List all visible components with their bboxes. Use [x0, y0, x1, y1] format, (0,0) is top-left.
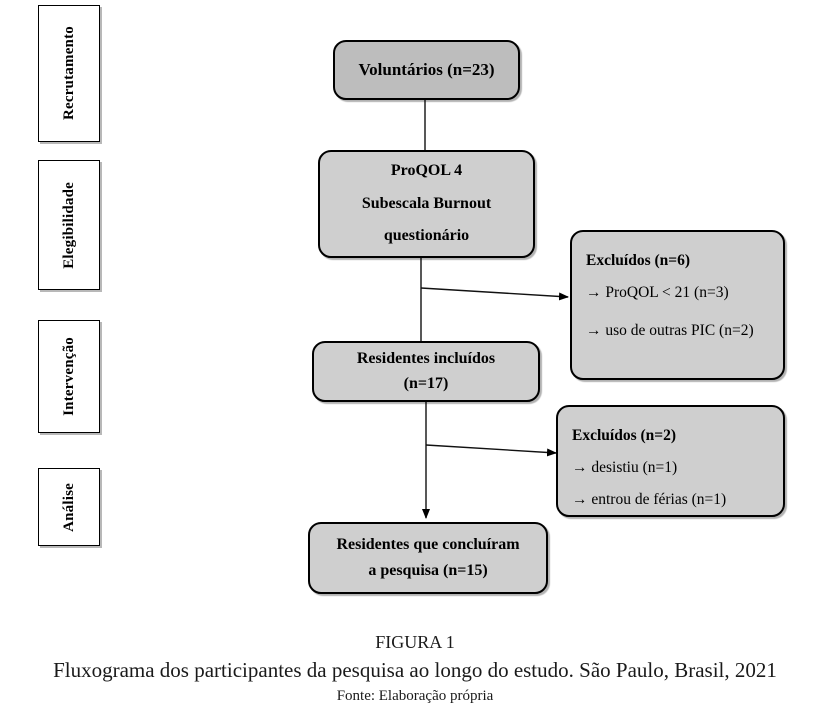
flow-box-line: a pesquisa (n=15) — [368, 562, 488, 579]
flow-box-line: (n=17) — [403, 374, 449, 392]
stage-box-elegibilidade: Elegibilidade — [38, 160, 100, 290]
flow-box-line: questionário — [383, 227, 470, 245]
excluded-reason: → desistiu (n=1) — [572, 458, 678, 476]
stage-label: Análise — [60, 482, 77, 532]
excluded-reason: → uso de outras PIC (n=2) — [586, 321, 754, 339]
flow-box-included: Residentes incluídos (n=17) — [312, 341, 540, 402]
excluded-reason: → ProQOL < 21 (n=3) — [586, 283, 729, 301]
flow-box-instrument: ProQOL 4 Subescala Burnout questionário — [318, 150, 535, 258]
excluded-heading: Excluídos (n=2) — [572, 427, 677, 444]
flow-box-volunteers: Voluntários (n=23) — [333, 40, 520, 100]
edge-included-excluded2 — [425, 444, 557, 457]
flow-box-completed: Residentes que concluíram a pesquisa (n=… — [308, 522, 548, 594]
flow-box-excluded-second: Excluídos (n=2) → desistiu (n=1) → entro… — [556, 405, 785, 517]
stage-label: Intervenção — [60, 337, 77, 416]
flow-box-line: Residentes incluídos — [356, 349, 496, 367]
flow-box-line: Voluntários (n=23) — [358, 60, 495, 79]
flow-box-line: Residentes que concluíram — [336, 536, 520, 554]
edge-instrument-excluded1 — [420, 287, 569, 301]
excluded-heading: Excluídos (n=6) — [586, 252, 691, 269]
flow-box-line: Subescala Burnout — [361, 194, 492, 212]
figure-title: Fluxograma dos participantes da pesquisa… — [53, 658, 777, 682]
excluded-reason: → entrou de férias (n=1) — [572, 490, 727, 508]
flow-box-excluded-first: Excluídos (n=6) → ProQOL < 21 (n=3) → us… — [570, 230, 785, 380]
figure-label: FIGURA 1 — [375, 632, 455, 652]
flow-box-line: ProQOL 4 — [390, 161, 463, 179]
stage-box-analise: Análise — [38, 468, 100, 546]
stage-box-recrutamento: Recrutamento — [38, 5, 100, 142]
stage-box-intervencao: Intervenção — [38, 320, 100, 433]
figure-source: Fonte: Elaboração própria — [336, 688, 494, 704]
stage-label: Elegibilidade — [60, 181, 77, 269]
stage-label: Recrutamento — [60, 26, 77, 121]
